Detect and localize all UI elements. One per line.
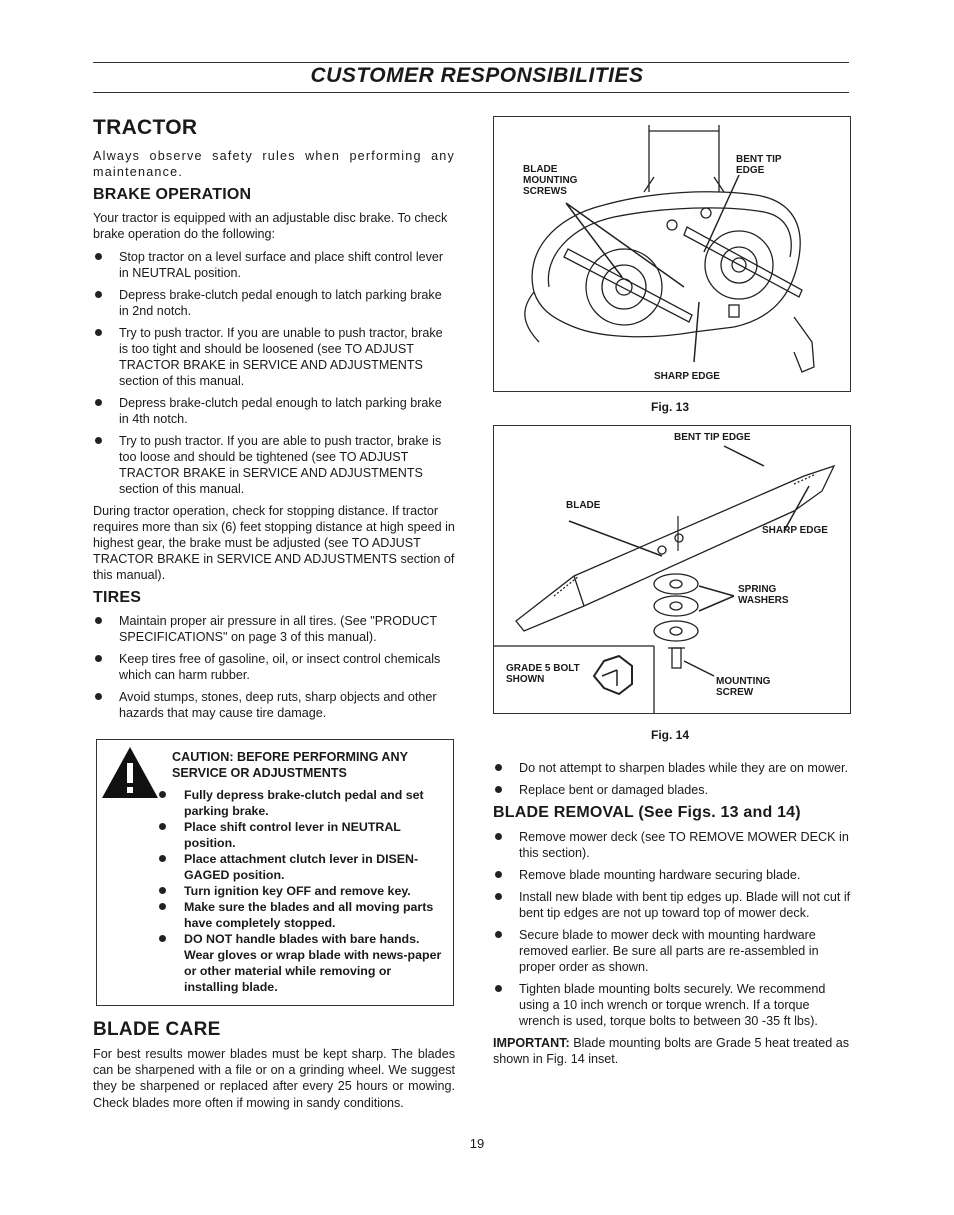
list-item: Try to push tractor. If you are unable t…: [93, 325, 455, 389]
tires-list: Maintain proper air pressure in all tire…: [93, 613, 455, 721]
list-item: Do not attempt to sharpen blades while t…: [493, 760, 853, 776]
caution-list: Fully depress brake-clutch pedal and set…: [157, 787, 447, 995]
list-item: Maintain proper air pressure in all tire…: [93, 613, 455, 645]
bullet-icon: [495, 985, 502, 992]
blade-care-heading: BLADE CARE: [93, 1019, 221, 1040]
figure-13: BLADE MOUNTING SCREWS BENT TIP EDGE SHAR…: [493, 116, 851, 392]
page-number: 19: [469, 1136, 485, 1151]
list-item: Fully depress brake-clutch pedal and set…: [157, 787, 447, 819]
fig14-label-grade5: GRADE 5 BOLT SHOWN: [506, 663, 580, 685]
bullet-icon: [95, 253, 102, 260]
warning-triangle-icon: [102, 747, 158, 798]
important-text: Blade mounting bolts are Grade 5 heat tr…: [493, 1036, 850, 1066]
blade-care-list: Do not attempt to sharpen blades while t…: [493, 760, 853, 798]
bullet-icon: [95, 291, 102, 298]
bullet-icon: [95, 437, 102, 444]
fig14-label-spring-washers: SPRING WASHERS: [738, 584, 789, 606]
list-item: Secure blade to mower deck with mounting…: [493, 927, 853, 975]
list-item: Remove mower deck (see TO REMOVE MOWER D…: [493, 829, 853, 861]
fig13-caption: Fig. 13: [651, 400, 690, 414]
important-label: IMPORTANT:: [493, 1036, 570, 1050]
list-item: Place shift control lever in NEUTRAL pos…: [157, 819, 447, 851]
list-item: Make sure the blades and all moving part…: [157, 899, 447, 931]
list-item: Place attachment clutch lever in DISEN-G…: [157, 851, 447, 883]
fig14-label-blade: BLADE: [566, 500, 601, 511]
list-item: Replace bent or damaged blades.: [493, 782, 853, 798]
list-item: Try to push tractor. If you are able to …: [93, 433, 455, 497]
mower-deck-illustration: [524, 125, 815, 373]
tires-heading: TIRES: [93, 589, 142, 606]
figure-14: BENT TIP EDGE BLADE SHARP EDGE SPRING WA…: [493, 425, 851, 714]
fig13-label-blade-mounting-screws: BLADE MOUNTING SCREWS: [523, 164, 578, 197]
list-item: Stop tractor on a level surface and plac…: [93, 249, 455, 281]
fig14-caption: Fig. 14: [651, 728, 690, 742]
list-item: Remove blade mounting hardware securing …: [493, 867, 853, 883]
list-item: DO NOT handle blades with bare hands. We…: [157, 931, 447, 995]
left-column: TRACTOR Always observe safety rules when…: [93, 112, 455, 727]
bullet-icon: [495, 833, 502, 840]
list-item: Depress brake-clutch pedal enough to lat…: [93, 395, 455, 427]
bullet-icon: [95, 329, 102, 336]
bullet-icon: [495, 764, 502, 771]
brake-heading: BRAKE OPERATION: [93, 186, 252, 203]
blade-care-section: BLADE CARE For best results mower blades…: [93, 1015, 455, 1115]
page-title: CUSTOMER RESPONSIBILITIES: [310, 64, 644, 87]
bullet-icon: [95, 693, 102, 700]
bullet-icon: [159, 935, 166, 942]
caution-heading: CAUTION: BEFORE PERFORMING ANY SERVICE O…: [172, 750, 408, 780]
right-column-text: Do not attempt to sharpen blades while t…: [493, 760, 853, 1071]
fig13-label-sharp-edge: SHARP EDGE: [654, 371, 720, 382]
blade-removal-heading: BLADE REMOVAL (See Figs. 13 and 14): [493, 804, 801, 821]
bullet-icon: [495, 786, 502, 793]
blade-assembly-illustration: [494, 445, 836, 713]
blade-removal-list: Remove mower deck (see TO REMOVE MOWER D…: [493, 829, 853, 1029]
list-item: Tighten blade mounting bolts securely. W…: [493, 981, 853, 1029]
fig13-label-bent-tip-edge: BENT TIP EDGE: [736, 154, 782, 176]
bullet-icon: [95, 617, 102, 624]
bullet-icon: [159, 823, 166, 830]
blade-care-text: For best results mower blades must be ke…: [93, 1047, 455, 1110]
bullet-icon: [159, 887, 166, 894]
brake-intro: Your tractor is equipped with an adjusta…: [93, 211, 448, 241]
bullet-icon: [495, 931, 502, 938]
list-item: Install new blade with bent tip edges up…: [493, 889, 853, 921]
bullet-icon: [95, 655, 102, 662]
list-item: Depress brake-clutch pedal enough to lat…: [93, 287, 455, 319]
tractor-intro: Always observe safety rules when perform…: [93, 149, 455, 179]
fig14-label-bent-tip-edge: BENT TIP EDGE: [674, 432, 751, 443]
brake-steps-list: Stop tractor on a level surface and plac…: [93, 249, 455, 497]
list-item: Turn ignition key OFF and remove key.: [157, 883, 447, 899]
list-item: Avoid stumps, stones, deep ruts, sharp o…: [93, 689, 455, 721]
bullet-icon: [95, 399, 102, 406]
important-note: IMPORTANT: Blade mounting bolts are Grad…: [493, 1035, 853, 1067]
bullet-icon: [495, 871, 502, 878]
caution-box: CAUTION: BEFORE PERFORMING ANY SERVICE O…: [96, 739, 454, 1006]
bullet-icon: [159, 855, 166, 862]
tractor-heading: TRACTOR: [93, 116, 198, 139]
header-rule-bottom: [93, 92, 849, 93]
bullet-icon: [159, 791, 166, 798]
fig14-label-sharp-edge: SHARP EDGE: [762, 525, 828, 536]
bullet-icon: [495, 893, 502, 900]
list-item: Keep tires free of gasoline, oil, or ins…: [93, 651, 455, 683]
fig14-label-mounting-screw: MOUNTING SCREW: [716, 676, 771, 698]
brake-closing: During tractor operation, check for stop…: [93, 504, 455, 582]
bullet-icon: [159, 903, 166, 910]
header-rule-top: [93, 62, 849, 63]
